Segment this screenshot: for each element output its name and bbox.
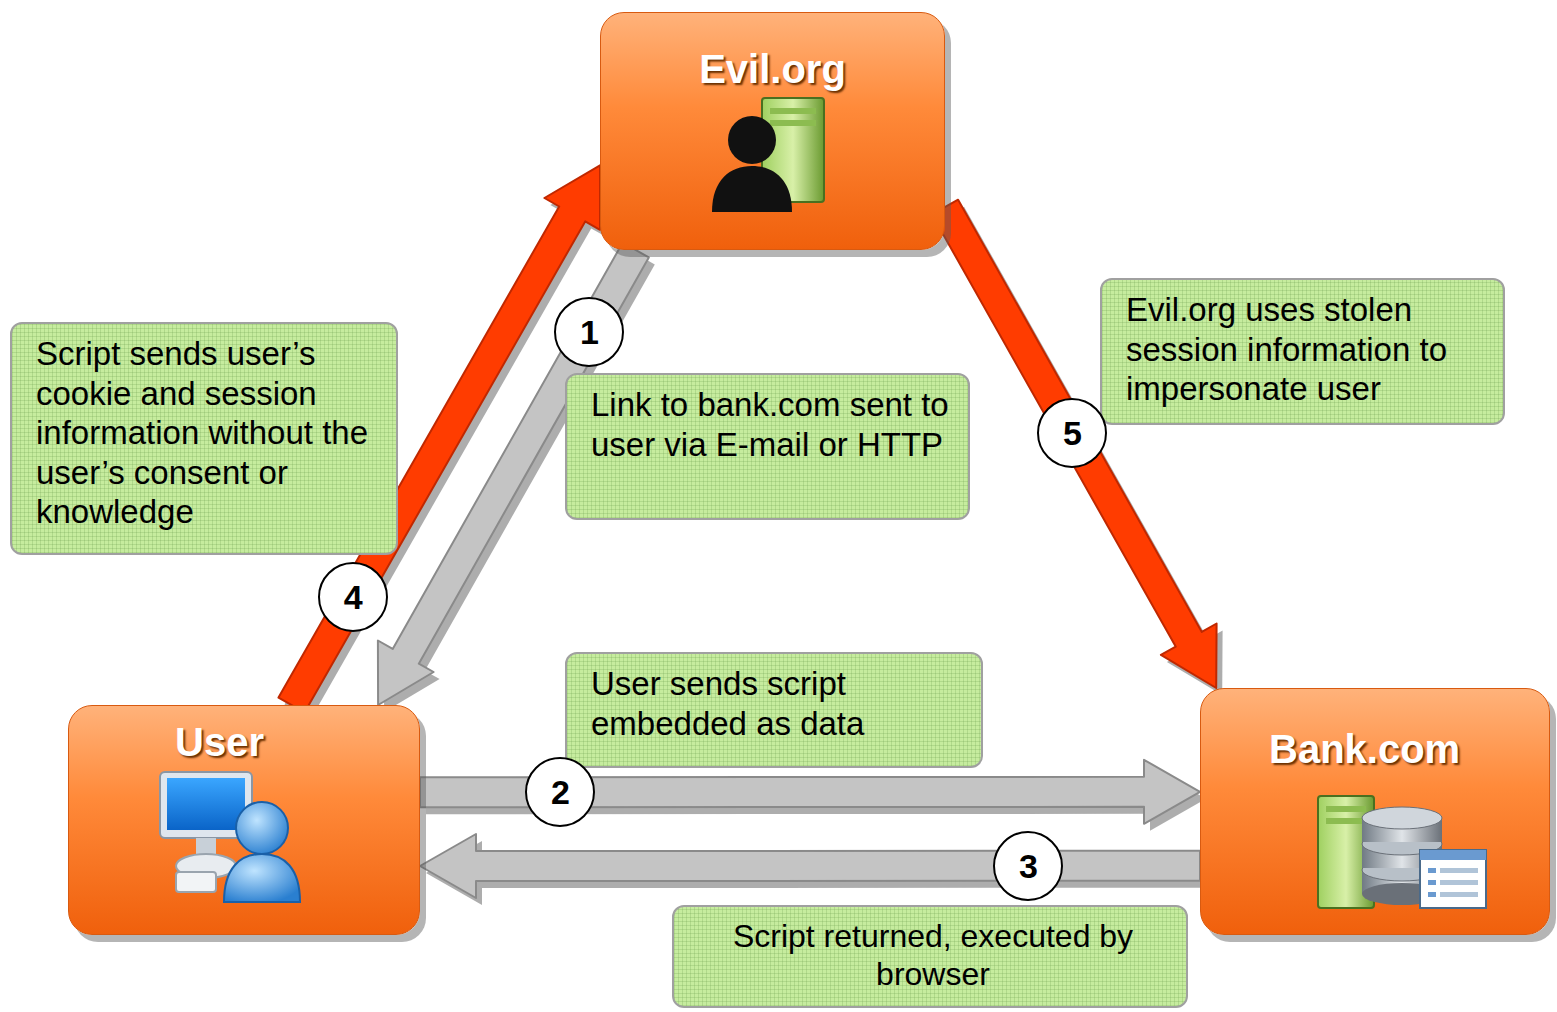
actor-title: Evil.org	[601, 47, 944, 91]
callout-number: 3	[993, 831, 1063, 901]
actor-title: Bank.com	[1269, 727, 1549, 771]
attack-arrow	[932, 200, 1223, 695]
note-box: Script returned, executed by browser	[672, 905, 1188, 1008]
note-text: Script sends user’s cookie and session i…	[36, 334, 378, 532]
note-text: Script returned, executed by browser	[698, 917, 1168, 994]
actor-title: User	[175, 720, 419, 764]
note-box: Evil.org uses stolen session information…	[1100, 278, 1505, 425]
note-box: Link to bank.com sent to user via E-mail…	[565, 373, 970, 520]
note-text: Evil.org uses stolen session information…	[1126, 290, 1485, 409]
document-icon	[1420, 850, 1486, 908]
callout-number: 4	[318, 562, 388, 632]
callout-number: 5	[1037, 398, 1107, 468]
note-text: User sends script embedded as data	[591, 664, 963, 743]
flow-arrow	[420, 834, 1206, 905]
note-box: Script sends user’s cookie and session i…	[10, 322, 398, 555]
callout-number: 1	[554, 297, 624, 367]
user-figure-icon	[224, 802, 300, 902]
arrow-body	[932, 200, 1217, 688]
attacker-silhouette	[712, 116, 792, 212]
note-box: User sends script embedded as data	[565, 652, 983, 768]
arrow-body	[420, 834, 1200, 898]
callout-number: 2	[525, 757, 595, 827]
note-text: Link to bank.com sent to user via E-mail…	[591, 385, 950, 464]
